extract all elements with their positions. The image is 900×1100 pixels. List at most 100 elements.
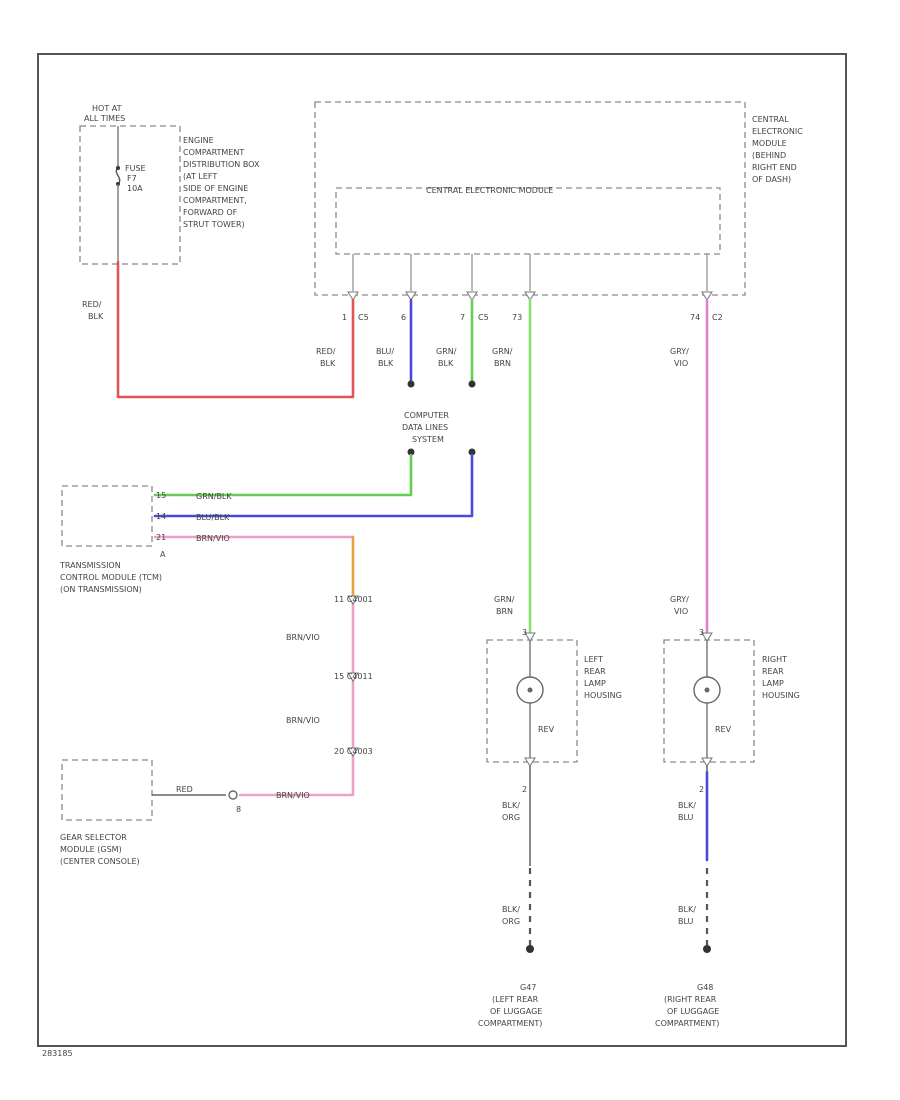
svg-text:G47: G47 [520,983,536,992]
cem-pin73-marker [524,291,536,301]
svg-text:SIDE OF ENGINE: SIDE OF ENGINE [183,184,248,193]
svg-text:BLK: BLK [320,359,336,368]
gsm-connector [228,790,238,800]
svg-text:BRN: BRN [494,359,511,368]
all-times-label: ALL TIMES [84,114,125,123]
right-lamp-bulb-filament [704,687,710,693]
diagram-frame [37,53,847,1047]
svg-text:15 C4011: 15 C4011 [334,672,373,681]
svg-text:BLK: BLK [88,312,104,321]
svg-text:REAR: REAR [584,667,606,676]
left-ground-point [526,945,534,953]
left-lamp-outline [486,639,578,763]
svg-text:(ON TRANSMISSION): (ON TRANSMISSION) [60,585,142,594]
svg-text:TRANSMISSION: TRANSMISSION [59,561,121,570]
left-rear-lamp-housing: 3 REV 2 LEFT REAR LAMP HOUSING [486,628,622,794]
svg-text:BLK/: BLK/ [678,905,696,914]
tcm-label: TRANSMISSION CONTROL MODULE (TCM) (ON TR… [59,561,162,594]
inline-connector-c4003: 20 C4003 [334,747,373,757]
cem-pin6-marker [405,291,417,301]
svg-text:RED/: RED/ [316,347,336,356]
right-lamp-bulb-label: REV [715,725,732,734]
wire-label-blk-org-1: BLK/ ORG [502,801,520,822]
cem-pin74-label: 74 [690,313,700,322]
svg-text:COMPARTMENT,: COMPARTMENT, [183,196,247,205]
left-lamp-pin-top-label: 3 [522,628,527,637]
wire-label-grn-blk: GRN/ BLK [436,347,457,368]
cem-inner-label: CENTRAL ELECTRONIC MODULE [426,186,553,195]
svg-text:20 C4003: 20 C4003 [334,747,373,756]
svg-text:DATA LINES: DATA LINES [402,423,448,432]
svg-text:RIGHT END: RIGHT END [752,163,797,172]
cem-pin6-label: 6 [401,313,406,322]
cem-pin1-marker [347,291,359,301]
cem-inner-outline [335,187,721,255]
wire-label-grn-brn-top: GRN/ BRN [492,347,513,368]
svg-text:COMPUTER: COMPUTER [404,411,449,420]
svg-text:RIGHT: RIGHT [762,655,787,664]
svg-text:FORWARD OF: FORWARD OF [183,208,238,217]
right-lamp-pin-top-label: 3 [699,628,704,637]
gsm-connector-pin: 8 [236,805,241,814]
svg-text:DISTRIBUTION BOX: DISTRIBUTION BOX [183,160,260,169]
wire-blu-blk-cem-end [407,380,415,388]
svg-text:GEAR SELECTOR: GEAR SELECTOR [60,833,127,842]
svg-text:BLK/: BLK/ [502,905,520,914]
wire-label-brn-vio-2: BRN/VIO [286,716,320,725]
right-lamp-pin-top [701,632,713,642]
gsm-outline [61,759,153,821]
fuse-amperage: 10A [127,184,143,193]
svg-text:STRUT TOWER): STRUT TOWER) [183,220,245,229]
svg-text:REAR: REAR [762,667,784,676]
data-line-node-right [468,448,476,456]
svg-text:LAMP: LAMP [762,679,784,688]
data-line-node-left [407,448,415,456]
fuse-terminal-top [116,166,120,170]
cem-pin1-label: 1 [342,313,347,322]
svg-text:(LEFT REAR: (LEFT REAR [492,995,539,1004]
svg-text:OF LUGGAGE: OF LUGGAGE [667,1007,719,1016]
left-ground-label: G47 (LEFT REAR OF LUGGAGE COMPARTMENT) [478,983,542,1028]
left-lamp-pin-bottom-label: 2 [522,785,527,794]
wire-label-red-blk-fuse: RED/ BLK [82,300,104,321]
inline-connector-c4011: 15 C4011 [334,672,373,682]
right-ground-label: G48 (RIGHT REAR OF LUGGAGE COMPARTMENT) [655,983,719,1028]
svg-text:LAMP: LAMP [584,679,606,688]
gear-selector-module: RED 8 BRN/VIO GEAR SELECTOR MODULE (GSM)… [60,759,310,866]
svg-text:COMPARTMENT: COMPARTMENT [183,148,244,157]
svg-text:ORG: ORG [502,917,520,926]
left-lamp-bulb-label: REV [538,725,555,734]
wire-blu-blk-tcm [153,453,474,518]
svg-text:BLU/: BLU/ [376,347,394,356]
svg-text:CENTRAL: CENTRAL [752,115,789,124]
gsm-label: GEAR SELECTOR MODULE (GSM) (CENTER CONSO… [60,833,140,866]
tcm-outline [61,485,153,547]
wire-label-grn-brn-bottom: GRN/ BRN [494,595,515,616]
svg-text:OF DASH): OF DASH) [752,175,791,184]
cem-pin74-connector: C2 [712,313,723,322]
tcm-connector-a: A [160,550,166,559]
cem-pin7-label: 7 [460,313,465,322]
svg-text:VIO: VIO [674,607,688,616]
tcm-pin-14: 14 [156,512,166,521]
svg-text:G48: G48 [697,983,713,992]
svg-text:(CENTER CONSOLE): (CENTER CONSOLE) [60,857,140,866]
cem-pin7-marker [466,291,478,301]
svg-text:GRN/: GRN/ [492,347,513,356]
central-electronic-module: CENTRAL ELECTRONIC MODULE CENTRAL ELECTR… [314,101,803,322]
svg-text:ELECTRONIC: ELECTRONIC [752,127,803,136]
svg-text:CONTROL MODULE (TCM): CONTROL MODULE (TCM) [60,573,162,582]
tcm-wire-brn-vio-label: BRN/VIO [196,534,230,543]
gsm-wire-red-label: RED [176,785,193,794]
tcm-wire-grn-blk-label: GRN/BLK [196,492,232,501]
hot-at-label: HOT AT [92,104,122,113]
fuse-icon [115,167,121,185]
wire-label-blk-blu-1: BLK/ BLU [678,801,696,822]
svg-text:BLK/: BLK/ [678,801,696,810]
cem-location-label: CENTRAL ELECTRONIC MODULE (BEHIND RIGHT … [752,115,803,184]
left-lamp-bulb-filament [527,687,533,693]
svg-text:HOUSING: HOUSING [762,691,800,700]
gsm-wire-brn-vio-label: BRN/VIO [276,791,310,800]
right-lamp-label: RIGHT REAR LAMP HOUSING [762,655,800,700]
